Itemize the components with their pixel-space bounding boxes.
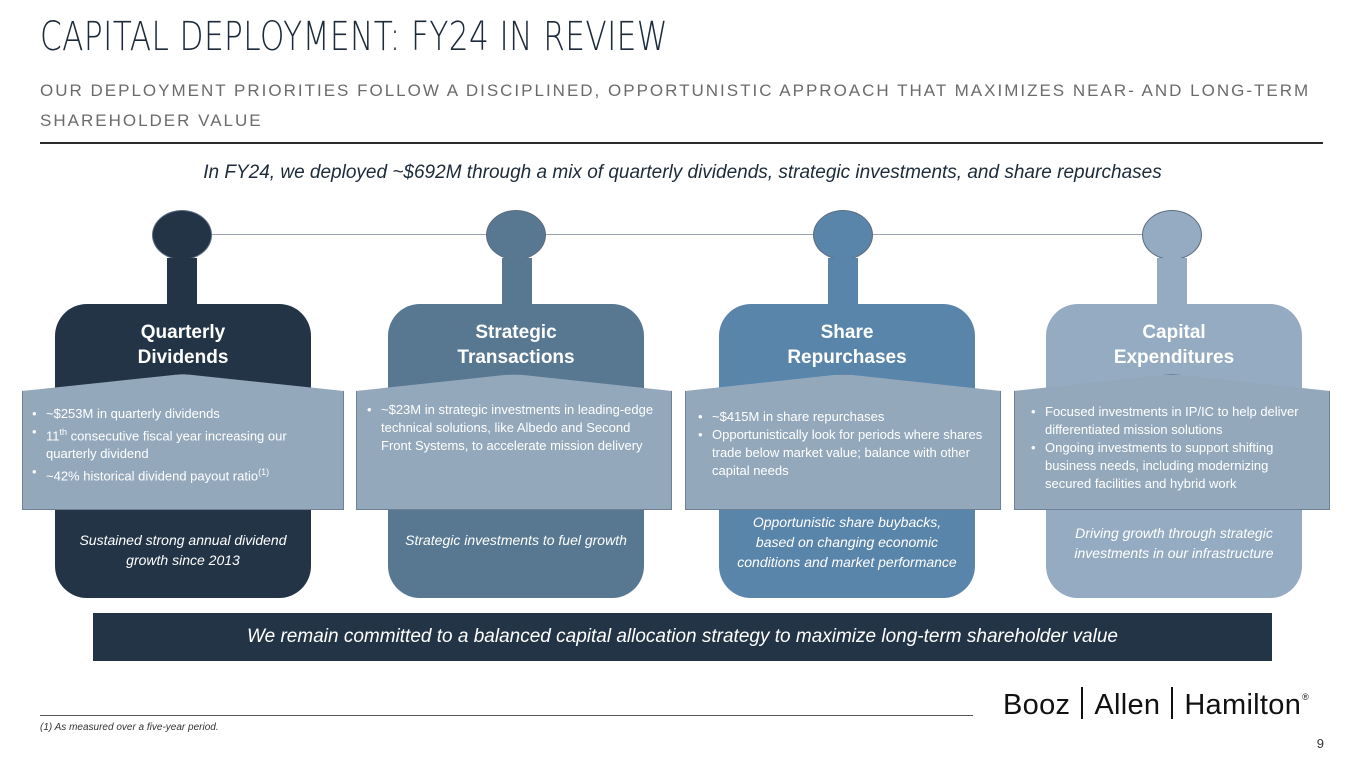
pillar-title-line: Capital <box>1142 322 1206 343</box>
logo-word: Allen <box>1094 689 1161 721</box>
company-logo: Booz Allen Hamilton® <box>1003 687 1309 722</box>
commitment-banner: We remain committed to a balanced capita… <box>93 613 1272 661</box>
pillar-knob <box>152 210 212 260</box>
pillar-stem <box>167 258 197 306</box>
pillar-callout: Focused investments in IP/IC to help del… <box>1014 374 1330 510</box>
pillar-knob <box>1142 210 1202 260</box>
page-subtitle: OUR DEPLOYMENT PRIORITIES FOLLOW A DISCI… <box>40 81 1311 130</box>
pillar-title: Quarterly Dividends <box>55 320 311 370</box>
registered-mark: ® <box>1302 692 1310 702</box>
pillar-title-line: Share <box>820 322 874 343</box>
bullet-item: ~$253M in quarterly dividends <box>32 405 335 423</box>
page-number: 9 <box>1316 736 1324 751</box>
pillar-share-repurchases: Share Repurchases Opportunistic share bu… <box>684 210 1004 605</box>
pillar-title: Share Repurchases <box>719 320 975 370</box>
ordinal-superscript: th <box>59 427 68 437</box>
knob-connector-line <box>182 234 1172 235</box>
page-title: CAPITAL DEPLOYMENT: FY24 IN REVIEW <box>40 14 669 60</box>
bullet-text: 11 <box>46 428 60 444</box>
pillar-title-line: Strategic <box>475 322 557 343</box>
pillar-strategic-transactions: Strategic Transactions Strategic investm… <box>355 210 675 605</box>
pillar-stem <box>1157 258 1187 306</box>
bullet-item: ~$23M in strategic investments in leadin… <box>367 401 661 455</box>
pillar-title-line: Expenditures <box>1113 347 1235 368</box>
bullet-text: ~$253M in quarterly dividends <box>46 406 220 421</box>
bullet-list: ~$415M in share repurchases Opportunisti… <box>698 408 988 480</box>
pillar-stem <box>502 258 532 306</box>
bullet-item: 11th consecutive fiscal year increasing … <box>32 423 335 463</box>
pillar-footer: Strategic investments to fuel growth <box>405 532 627 548</box>
bullet-list: ~$23M in strategic investments in leadin… <box>367 401 661 455</box>
pillar-callout: ~$415M in share repurchases Opportunisti… <box>685 374 1001 510</box>
pillar-stem <box>828 258 858 306</box>
pillar-footer: Sustained strong annual dividend growth … <box>79 532 287 568</box>
bullet-item: Opportunistically look for periods where… <box>698 426 988 480</box>
pillar-callout: ~$253M in quarterly dividends 11th conse… <box>22 374 344 510</box>
bullet-text: consecutive fiscal year increasing our q… <box>46 428 287 462</box>
bullet-item: ~$415M in share repurchases <box>698 408 988 426</box>
bullet-item: ~42% historical dividend payout ratio(1) <box>32 463 335 485</box>
pillar-title-line: Transactions <box>457 347 575 368</box>
pillar-knob <box>813 210 873 260</box>
bullet-item: Ongoing investments to support shifting … <box>1031 439 1317 493</box>
logo-separator <box>1171 687 1174 719</box>
intro-statement: In FY24, we deployed ~$692M through a mi… <box>203 162 1162 183</box>
pillar-capital-expenditures: Capital Expenditures Driving growth thro… <box>1013 210 1333 605</box>
pillar-knob <box>486 210 546 260</box>
footnote: (1) As measured over a five-year period. <box>40 722 219 733</box>
pillar-footer: Driving growth through strategic investm… <box>1074 525 1274 561</box>
bullet-text: ~42% historical dividend payout ratio <box>46 468 259 484</box>
bullet-item: Focused investments in IP/IC to help del… <box>1031 403 1317 439</box>
pillar-footer: Opportunistic share buybacks, based on c… <box>737 514 957 570</box>
pillar-title-line: Quarterly <box>140 322 226 343</box>
logo-word: Booz <box>1003 689 1071 721</box>
pillar-quarterly-dividends: Quarterly Dividends Sustained strong ann… <box>22 210 348 605</box>
footnote-marker: (1) <box>258 467 270 478</box>
logo-separator <box>1081 687 1084 719</box>
pillar-callout: ~$23M in strategic investments in leadin… <box>356 374 672 510</box>
title-divider <box>40 142 1323 144</box>
bullet-list: Focused investments in IP/IC to help del… <box>1031 403 1317 493</box>
logo-word: Hamilton <box>1184 689 1302 721</box>
footer-divider <box>40 715 973 716</box>
pillar-title-line: Dividends <box>137 347 229 368</box>
bullet-list: ~$253M in quarterly dividends 11th conse… <box>32 405 335 486</box>
pillar-title-line: Repurchases <box>787 347 907 368</box>
pillar-title: Strategic Transactions <box>388 320 644 370</box>
pillar-title: Capital Expenditures <box>1046 320 1302 370</box>
